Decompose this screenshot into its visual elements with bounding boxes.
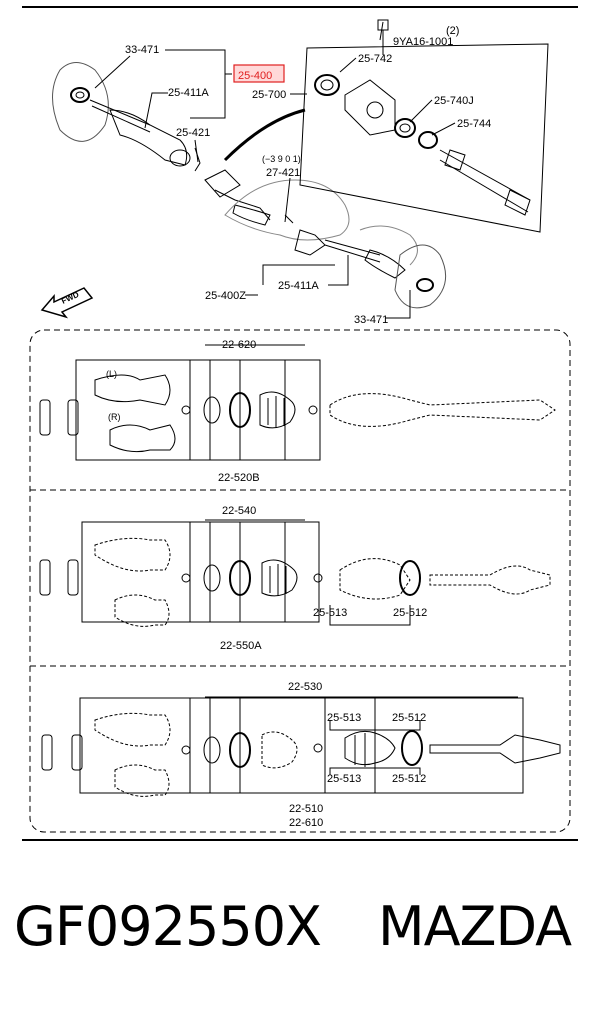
callout-22-550A: 22-550A — [220, 640, 262, 652]
mark-left: (L) — [106, 369, 117, 379]
callout-33-471-bottom: 33-471 — [354, 314, 388, 326]
callout-22-510: 22-510 — [289, 803, 323, 815]
callout-25-411A-top: 25-411A — [168, 87, 209, 99]
callout-25-400: 25-400 — [238, 70, 272, 82]
callout-25-512: 25-512 — [393, 607, 427, 619]
callout-25-411A-bottom: 25-411A — [278, 280, 319, 292]
callout-27-421: 27-421 — [266, 167, 300, 179]
callout-22-540: 22-540 — [222, 505, 256, 517]
callout-22-520B: 22-520B — [218, 472, 260, 484]
callout-25-513: 25-513 — [313, 607, 347, 619]
part-number: GF092550X — [14, 895, 322, 958]
callout-25-400Z: 25-400Z — [205, 290, 246, 302]
callout-3901: (−3 9 0 1) — [262, 154, 301, 164]
variants-frame — [29, 329, 571, 833]
highlight-box — [233, 64, 285, 83]
variant-2-drawing — [39, 519, 551, 627]
footer: GF092550X MAZDA — [0, 895, 600, 975]
callout-25-742: 25-742 — [358, 53, 392, 65]
fwd-label: FWD — [60, 290, 81, 306]
brand-name: MAZDA — [378, 895, 572, 958]
callout-25-512-bottom: 25-512 — [392, 773, 426, 785]
callout-25-744: 25-744 — [457, 118, 491, 130]
mark-right: (R) — [108, 412, 121, 422]
top-assembly — [40, 19, 549, 319]
variant-3-drawing — [41, 696, 561, 797]
callout-25-421: 25-421 — [176, 127, 210, 139]
callout-22-530: 22-530 — [288, 681, 322, 693]
callout-25-513-bottom: 25-513 — [327, 773, 361, 785]
callout-25-740J: 25-740J — [434, 95, 474, 107]
callout-9ya16: 9YA16-1001 — [393, 36, 453, 48]
callout-22-610: 22-610 — [289, 817, 323, 829]
variant-1-drawing — [39, 344, 556, 461]
callout-25-700: 25-700 — [252, 89, 286, 101]
callout-25-513-top: 25-513 — [327, 712, 361, 724]
callout-25-512-top: 25-512 — [392, 712, 426, 724]
callout-9ya16-qty: (2) — [446, 25, 459, 37]
callout-22-620: 22-620 — [222, 339, 256, 351]
callout-33-471-top: 33-471 — [125, 44, 159, 56]
